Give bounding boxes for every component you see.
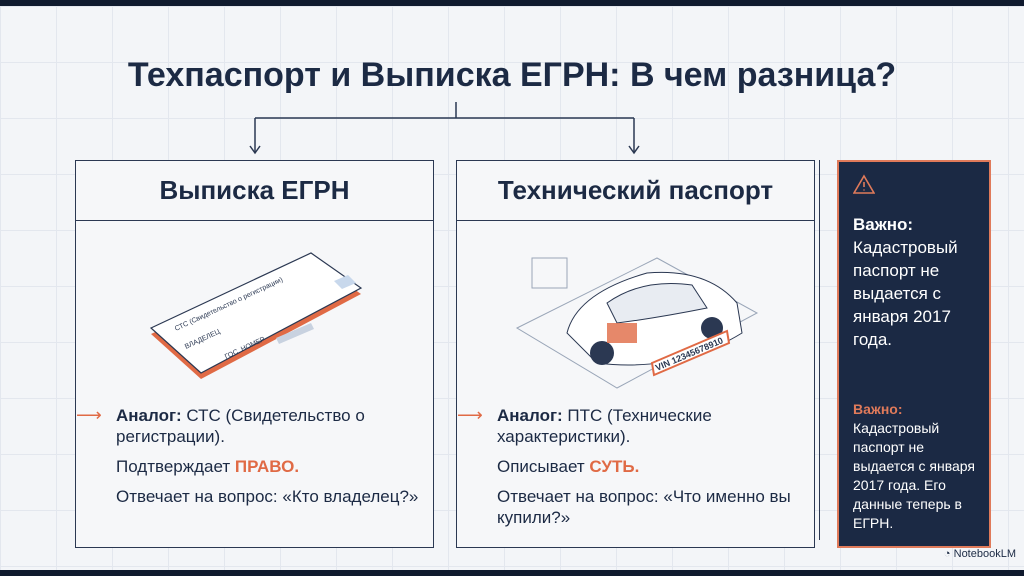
techpassport-heading: Технический паспорт xyxy=(457,161,814,221)
connector-arrows xyxy=(249,102,640,155)
arrow-right-icon: ⟶ xyxy=(76,405,102,425)
egrn-panel: Выписка ЕГРН СТС (Свидетельство о регист… xyxy=(75,160,434,548)
egrn-body: ⟶ Аналог: СТС (Свидетельство о регистрац… xyxy=(76,405,419,506)
car-blueprint-illustration: VIN 12345678910 xyxy=(515,257,759,389)
warning-text-1: Важно:Кадастровый паспорт не выдается с … xyxy=(853,215,958,349)
techpassport-body: ⟶ Аналог: ПТС (Технические характеристик… xyxy=(457,405,791,527)
warning-icon xyxy=(852,174,876,194)
page-title: Техпаспорт и Выписка ЕГРН: В чем разница… xyxy=(127,56,897,94)
notebooklm-logo: ◔ NotebookLM xyxy=(943,548,1016,560)
warning-text-2: Важно:Кадастровый паспорт не выдается с … xyxy=(853,401,975,531)
divider-arrow xyxy=(819,160,820,540)
sts-card-illustration: СТС (Свидетельство о регистрации) ВЛАДЕЛ… xyxy=(149,252,363,379)
slide: Техпаспорт и Выписка ЕГРН: В чем разница… xyxy=(0,6,1024,570)
egrn-heading: Выписка ЕГРН xyxy=(76,161,433,221)
techpassport-panel: Технический паспорт VIN 12345678910 ⟶ Ан… xyxy=(456,160,815,548)
arrow-right-icon: ⟶ xyxy=(457,405,483,425)
warning-box: Важно:Кадастровый паспорт не выдается с … xyxy=(837,160,991,548)
